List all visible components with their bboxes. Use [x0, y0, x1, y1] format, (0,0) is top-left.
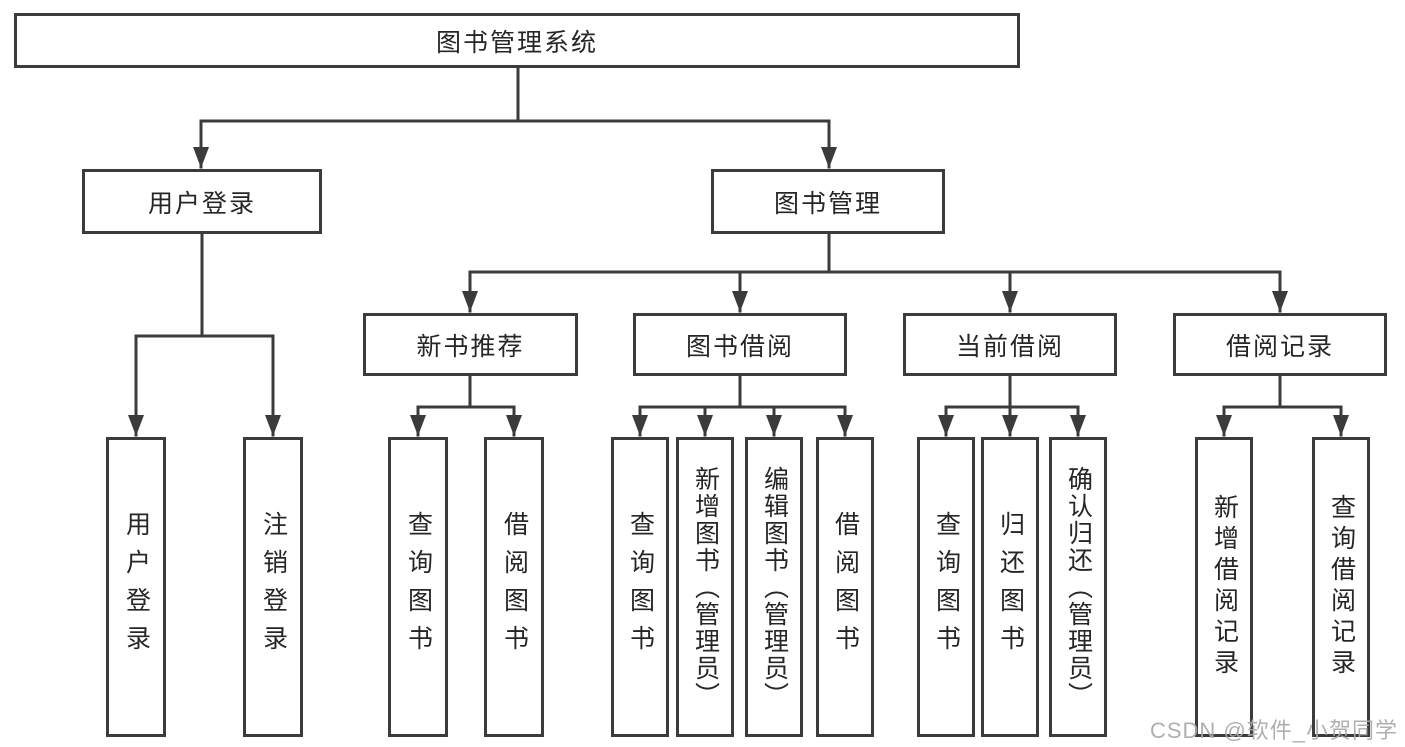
leaf-borrow-add-books-admin-label: 新增图书（管理员）	[691, 465, 720, 709]
node-book-management: 图书管理	[711, 169, 945, 234]
node-book-borrow: 图书借阅	[633, 313, 847, 376]
leaf-current-query-books: 查询图书	[917, 437, 975, 737]
leaf-borrow-edit-books-admin: 编辑图书（管理员）	[745, 437, 803, 737]
leaf-current-confirm-return-admin: 确认归还（管理员）	[1049, 437, 1107, 737]
node-borrow-records-label: 借阅记录	[1225, 332, 1334, 361]
leaf-borrow-query-books-label: 查询图书	[626, 511, 655, 663]
leaf-borrow-query-books: 查询图书	[611, 437, 669, 737]
node-book-borrow-label: 图书借阅	[685, 332, 794, 361]
leaf-user-login-label: 用户登录	[122, 511, 151, 663]
node-current-borrow-label: 当前借阅	[955, 332, 1064, 361]
leaf-logout-login-label: 注销登录	[259, 511, 288, 663]
leaf-records-query-record: 查询借阅记录	[1312, 437, 1370, 737]
leaf-current-return-books-label: 归还图书	[996, 511, 1025, 663]
node-user-login: 用户登录	[82, 169, 322, 234]
node-library-system-label: 图书管理系统	[435, 28, 598, 57]
node-book-management-label: 图书管理	[773, 189, 882, 218]
leaf-newbook-borrow-books-label: 借阅图书	[500, 511, 529, 663]
leaf-newbook-query-books-label: 查询图书	[404, 511, 433, 663]
node-new-book-recommend: 新书推荐	[363, 313, 578, 376]
csdn-watermark: CSDN @软件_小贺同学	[1149, 718, 1398, 743]
leaf-borrow-borrow-books-label: 借阅图书	[831, 511, 860, 663]
leaf-newbook-query-books: 查询图书	[388, 437, 448, 737]
node-library-system: 图书管理系统	[14, 13, 1020, 68]
leaf-current-query-books-label: 查询图书	[932, 511, 961, 663]
node-borrow-records: 借阅记录	[1173, 313, 1387, 376]
node-user-login-label: 用户登录	[147, 189, 256, 218]
leaf-borrow-add-books-admin: 新增图书（管理员）	[676, 437, 734, 737]
leaf-current-confirm-return-admin-label: 确认归还（管理员）	[1064, 465, 1093, 709]
leaf-newbook-borrow-books: 借阅图书	[484, 437, 544, 737]
node-new-book-recommend-label: 新书推荐	[416, 332, 525, 361]
leaf-user-login: 用户登录	[106, 437, 166, 737]
leaf-records-add-record-label: 新增借阅记录	[1210, 494, 1239, 680]
leaf-current-return-books: 归还图书	[981, 437, 1039, 737]
leaf-records-query-record-label: 查询借阅记录	[1327, 494, 1356, 680]
node-current-borrow: 当前借阅	[903, 313, 1117, 376]
leaf-borrow-edit-books-admin-label: 编辑图书（管理员）	[760, 465, 789, 709]
leaf-borrow-borrow-books: 借阅图书	[816, 437, 874, 737]
leaf-logout-login: 注销登录	[243, 437, 303, 737]
leaf-records-add-record: 新增借阅记录	[1195, 437, 1253, 737]
